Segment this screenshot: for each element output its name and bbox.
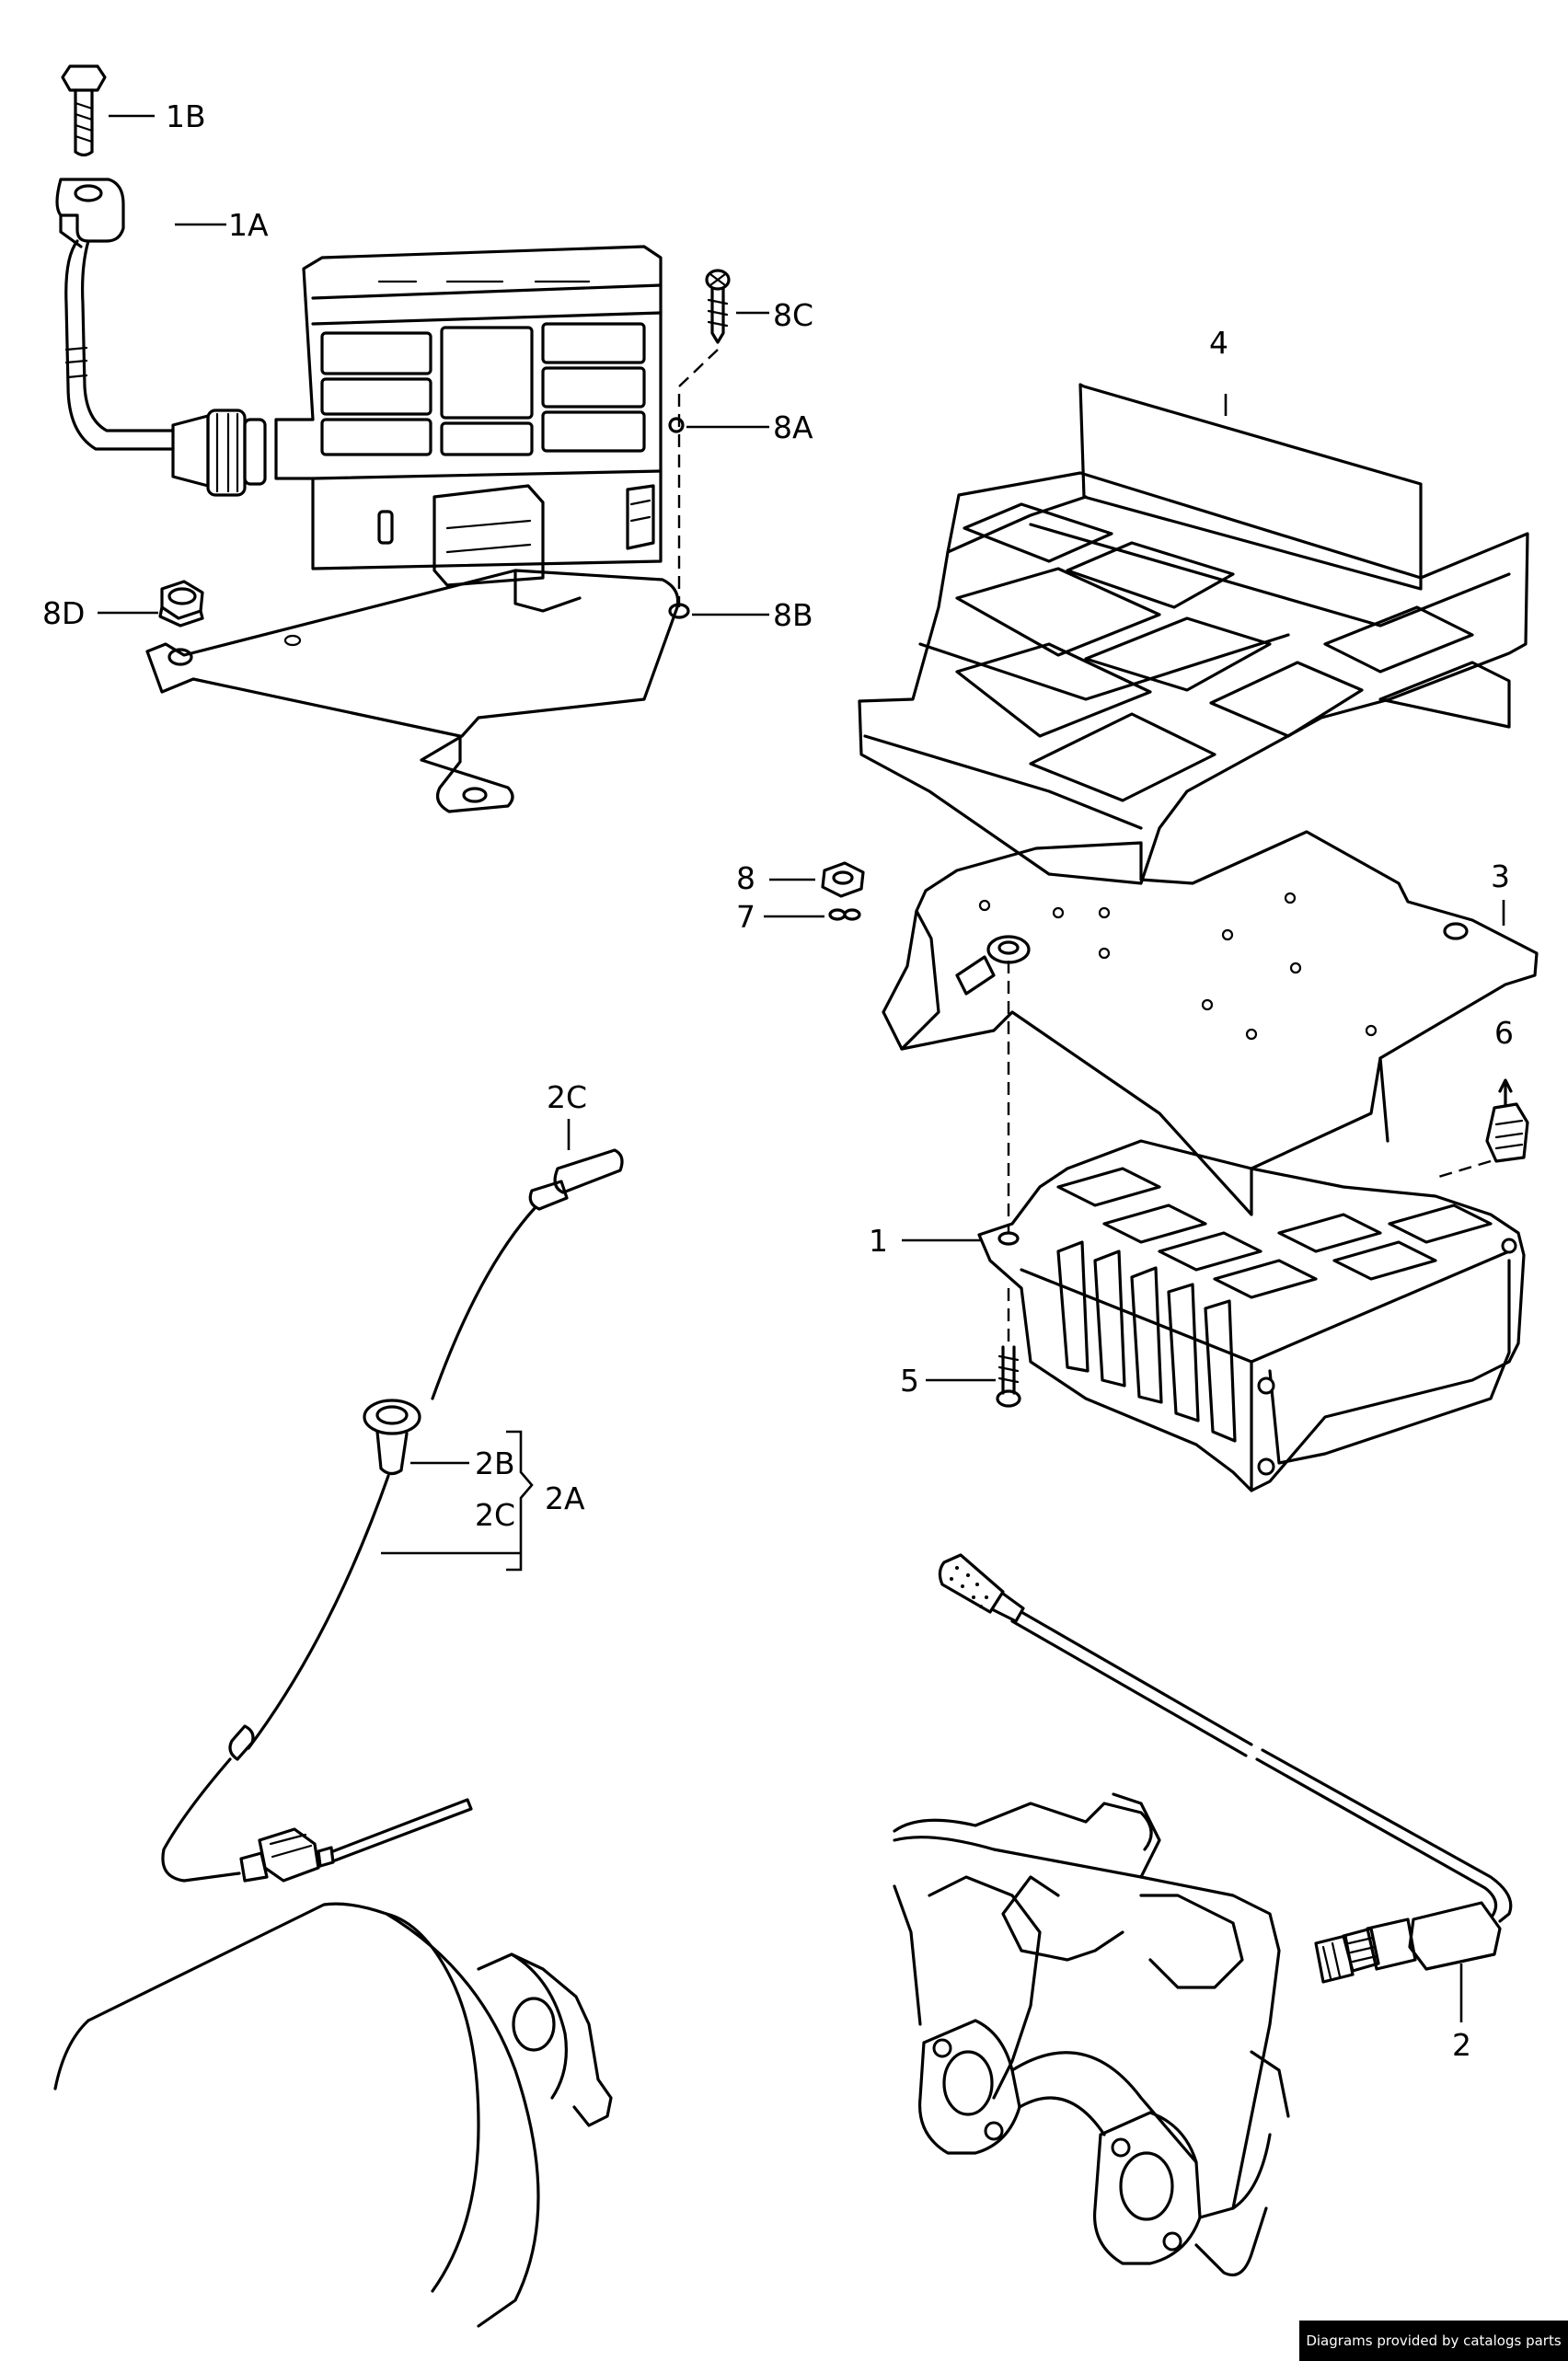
label-2c-mid: 2C [475, 1497, 515, 1533]
label-8b: 8B [773, 597, 813, 633]
label-2a: 2A [545, 1480, 585, 1516]
bracket-3 [882, 830, 1539, 1216]
catalytic-converter [53, 1902, 613, 2328]
sensor-connector-icon [938, 1553, 1025, 1623]
dash-line-8c [677, 349, 719, 607]
control-unit-1 [977, 1139, 1526, 1492]
nut-8d-icon [158, 580, 204, 628]
label-3: 3 [1491, 858, 1510, 894]
cover-4 [858, 383, 1529, 885]
oxygen-sensor-icon [1314, 1901, 1502, 1984]
oxygen-sensor-assembly [893, 1553, 1513, 2277]
label-5: 5 [900, 1363, 919, 1399]
mounting-plate [145, 569, 690, 813]
cable-sleeve-icon [228, 1724, 255, 1761]
label-2: 2 [1452, 2027, 1471, 2063]
label-2b: 2B [475, 1445, 515, 1481]
screw-5-icon [996, 1345, 1021, 1408]
label-1a: 1A [228, 207, 269, 243]
label-8: 8 [736, 860, 755, 896]
control-unit-housing [274, 245, 685, 587]
harness-connector-icon [171, 409, 267, 497]
credit-text: Diagrams provided by catalogs parts [1306, 2332, 1562, 2349]
label-6: 6 [1494, 1015, 1514, 1051]
callout-labels: 1B 1A 8C 8A 8D 8B 4 3 8 7 6 1 5 2C 2B 2C… [42, 98, 1514, 2063]
temperature-sender-assembly [53, 1119, 624, 2328]
clamp-1a-icon [55, 178, 125, 248]
label-7: 7 [736, 899, 755, 935]
sender-cable-upper [431, 1205, 537, 1400]
upper-control-unit-assembly [55, 64, 769, 813]
credit-bar: Diagrams provided by catalogs parts [1299, 2321, 1568, 2361]
temperature-sender-icon [239, 1798, 473, 1883]
sensor-cable-upper-edge [1010, 1619, 1248, 1757]
wiring-harness-edge [81, 239, 175, 432]
label-8a: 8A [773, 409, 813, 445]
grommet-2b-icon [363, 1399, 421, 1476]
sensor-cable-upper [1020, 1610, 1253, 1746]
wiring-harness [64, 239, 175, 451]
label-1b: 1B [166, 98, 206, 134]
label-1: 1 [869, 1223, 888, 1259]
nut-8-icon [821, 861, 865, 898]
washer-7-icon [828, 908, 861, 921]
brace-2a [506, 1430, 534, 1572]
label-8c: 8C [773, 297, 813, 333]
label-2c-top: 2C [547, 1079, 587, 1115]
bolt-1b-icon [61, 64, 107, 157]
sender-lead [161, 1757, 241, 1883]
clip-6-icon [1485, 1078, 1529, 1163]
dash-line-clip [1435, 1159, 1492, 1180]
sensor-cable-lower [1261, 1748, 1513, 1923]
label-8d: 8D [42, 595, 85, 631]
exhaust-manifold [893, 1792, 1290, 2277]
connector-2c-icon [528, 1148, 624, 1211]
right-control-unit-assembly [764, 383, 1539, 1492]
sender-cable-lower [247, 1474, 390, 1750]
label-4: 4 [1209, 325, 1228, 361]
screw-8c-icon [705, 269, 731, 344]
sensor-cable-lower-edge [1255, 1757, 1498, 1918]
